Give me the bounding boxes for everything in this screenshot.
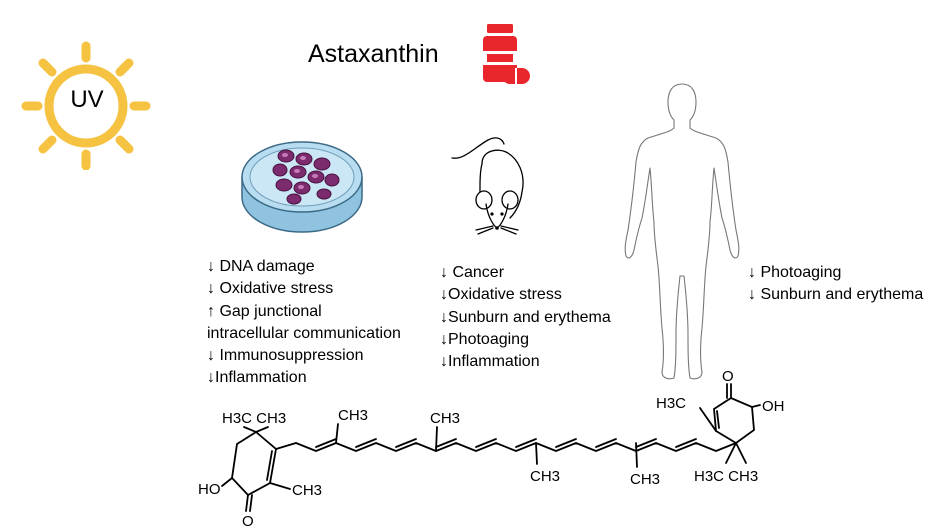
human-silhouette-icon [624,83,740,380]
mouse-icon [451,137,524,235]
human-effect-item: ↓ Photoaging [748,264,842,281]
left-ring-ketone-label: O [242,513,254,530]
cell-effect-item: ↑ Gap junctional [207,302,322,320]
left-ring-methyl-label: CH3 [292,482,322,499]
right-ring-gem-dimethyl-label: H3C CH3 [694,468,758,485]
mouse-effect-item: ↓ Cancer [440,264,505,281]
right-ring-hydroxyl-label: OH [762,398,785,415]
chain-methyl-label: CH3 [630,471,660,488]
left-ring-gem-dimethyl-label: H3C CH3 [222,410,286,427]
human-effect-item: ↓ Sunburn and erythema [748,286,924,304]
mouse-effect-item: ↓Photoaging [440,330,529,348]
human-effects: ↓ Photoaging ↓ Sunburn and erythema [748,262,923,307]
left-ring-hydroxyl-label: HO [198,481,221,498]
cell-effect-item: ↓ Immunosuppression [207,347,364,365]
mouse-effect-item: ↓Oxidative stress [440,286,562,304]
right-ring-methyl-label: H3C [656,395,686,412]
cell-effect-item: ↓ DNA damage [207,258,315,275]
chain-methyl-label: CH3 [530,468,560,485]
sun-icon [21,41,151,170]
chain-methyl-label: CH3 [430,410,460,427]
page-title: Astaxanthin [308,40,439,68]
uv-label: UV [70,86,104,113]
cell-effect-item: ↓ Oxidative stress [207,280,334,298]
petri-dish-icon [241,141,363,233]
mouse-effect-item: ↓Inflammation [440,353,540,371]
cell-culture-effects: ↓ DNA damage ↓ Oxidative stress ↑ Gap ju… [207,256,401,390]
cell-effect-item: intracellular communication [207,324,401,342]
chain-methyl-label: CH3 [338,407,368,424]
cell-effect-item: ↓Inflammation [207,369,307,387]
pill-bottle-icon [483,24,530,84]
mouse-effect-item: ↓Sunburn and erythema [440,308,611,326]
mouse-effects: ↓ Cancer ↓Oxidative stress ↓Sunburn and … [440,262,611,373]
right-ring-ketone-label: O [722,368,734,385]
